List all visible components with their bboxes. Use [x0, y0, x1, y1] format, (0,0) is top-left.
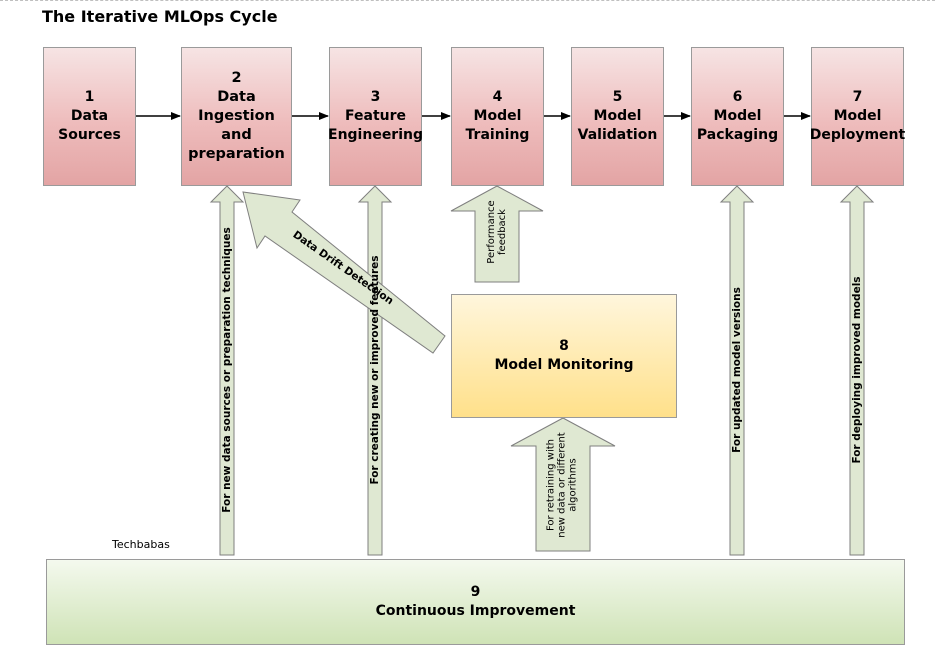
stage-label: Model Deployment [809, 108, 906, 143]
stage-label: Model Validation [577, 108, 658, 143]
top-dashed-border [0, 0, 935, 2]
label-performance-feedback: Performance feedback [486, 200, 508, 264]
stage-number: 1 [84, 89, 95, 105]
stage-label: Model Packaging [696, 108, 779, 143]
label-new-data-sources: For new data sources or preparation tech… [221, 227, 233, 513]
watermark-text: Techbabas [112, 538, 170, 551]
stage-model-deployment: 7 Model Deployment [809, 47, 906, 186]
stage-data-ingestion: 2 Data Ingestion and preparation [181, 47, 292, 186]
stage-model-training: 4 Model Training [451, 47, 544, 186]
stage-label: Data Sources [58, 108, 121, 143]
stage-label: Continuous Improvement [375, 603, 576, 619]
stage-feature-engineering: 3 Feature Engineering [328, 47, 423, 186]
label-retraining: For retraining with new data or differen… [545, 432, 579, 538]
stage-model-packaging: 6 Model Packaging [691, 47, 784, 186]
stage-model-monitoring: 8 Model Monitoring [451, 294, 677, 418]
label-updated-versions: For updated model versions [731, 287, 743, 453]
stage-number: 9 [470, 584, 481, 600]
stage-number: 4 [492, 89, 503, 105]
stage-number: 3 [370, 89, 381, 105]
arrow-up-to-deployment [839, 185, 875, 556]
stage-model-validation: 5 Model Validation [571, 47, 664, 186]
stage-data-sources: 1 Data Sources [43, 47, 136, 186]
stage-continuous-improvement: 9 Continuous Improvement [46, 559, 905, 645]
stage-number: 2 [231, 70, 242, 86]
arrow-up-to-packaging [719, 185, 755, 556]
stage-number: 6 [732, 89, 743, 105]
stage-label: Model Training [465, 108, 530, 143]
arrow-up-to-ingestion [209, 185, 245, 556]
stage-number: 7 [852, 89, 863, 105]
page-title: The Iterative MLOps Cycle [42, 7, 278, 26]
stage-label: Model Monitoring [494, 357, 634, 373]
stage-number: 8 [559, 338, 569, 354]
label-deploying-improved: For deploying improved models [851, 276, 863, 464]
arrow-retraining [510, 417, 616, 552]
arrow-data-drift [242, 191, 446, 354]
arrow-performance-feedback [450, 185, 544, 283]
stage-number: 5 [612, 89, 623, 105]
arrow-up-to-features [357, 185, 393, 556]
stage-label: Feature Engineering [328, 108, 423, 143]
stage-label: Data Ingestion and preparation [188, 89, 285, 162]
